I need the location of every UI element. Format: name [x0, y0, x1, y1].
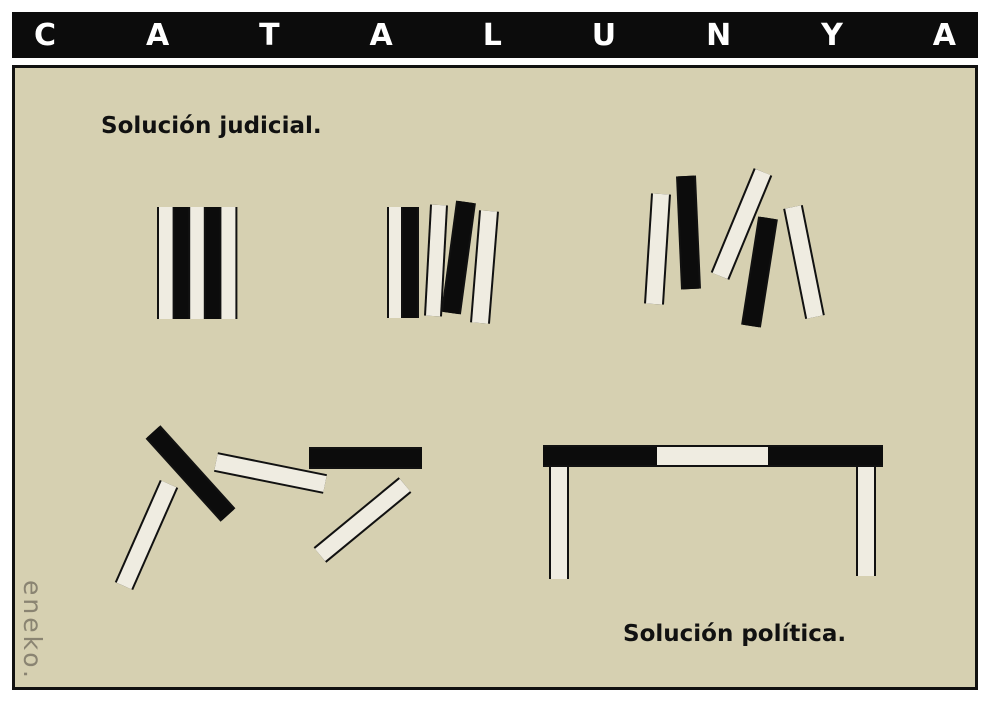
- title-letter: C: [34, 17, 57, 53]
- black-stick: [676, 175, 701, 290]
- black-stick: [145, 425, 236, 522]
- title-letter: Y: [821, 17, 843, 53]
- white-stick: [470, 210, 499, 324]
- title-letter: T: [259, 17, 280, 53]
- title-letter: L: [482, 17, 502, 53]
- title-letter: N: [706, 17, 732, 53]
- title-letter: A: [932, 17, 956, 53]
- title-banner: C A T A L U N Y A: [12, 12, 978, 58]
- white-stick: [783, 205, 825, 319]
- title-letter: A: [369, 17, 393, 53]
- white-stick: [644, 193, 671, 305]
- white-stick: [114, 479, 179, 591]
- title-letter: A: [145, 17, 170, 53]
- black-stick: [441, 200, 476, 315]
- caption-judicial: Solución judicial.: [101, 113, 322, 139]
- white-stick: [424, 204, 448, 317]
- title-letter: U: [591, 17, 617, 53]
- cartoon-panel: Solución judicial. Solución política. en…: [12, 65, 978, 690]
- black-stick: [741, 216, 778, 328]
- white-stick: [313, 477, 412, 563]
- caption-politica: Solución política.: [623, 621, 847, 647]
- white-stick: [710, 168, 773, 280]
- white-stick: [214, 452, 327, 494]
